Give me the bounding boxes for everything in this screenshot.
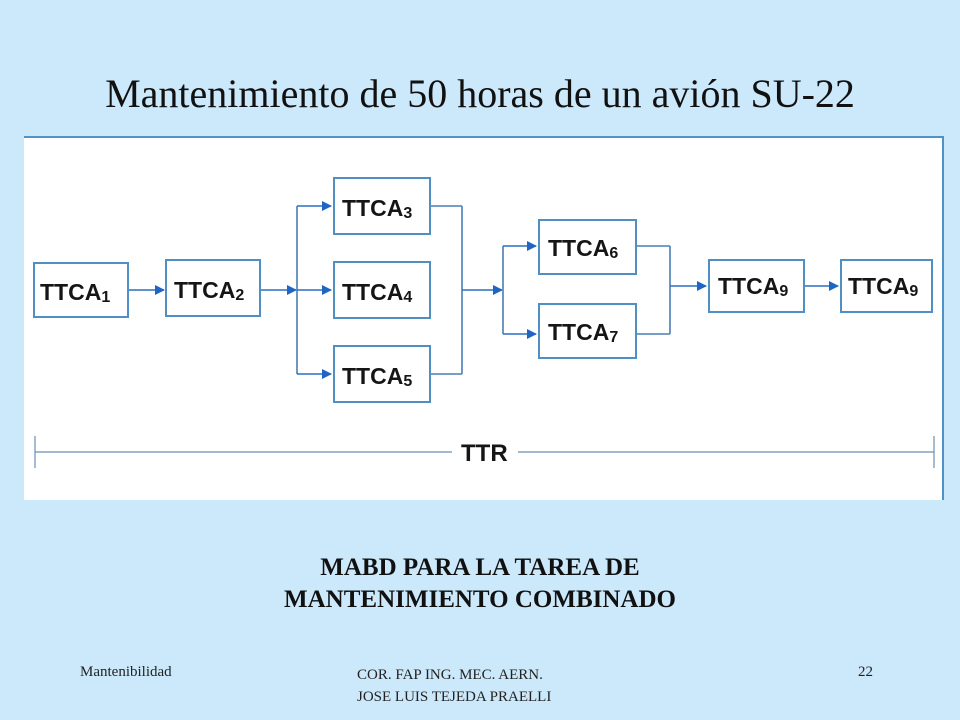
svg-text:TTCA9: TTCA9 <box>718 273 788 300</box>
page-number: 22 <box>858 664 873 680</box>
node-1: TTCA1 <box>33 262 129 318</box>
block-diagram: TTCA1 TTCA2 TTCA3 TTCA4 TTCA5 TTCA6 TTCA… <box>33 177 935 468</box>
footer-author-line-2: JOSE LUIS TEJEDA PRAELLI <box>357 689 552 705</box>
node-8: TTCA9 <box>708 259 805 313</box>
footer-author: COR. FAP ING. MEC. AERN. JOSE LUIS TEJED… <box>357 664 551 708</box>
ttr-label: TTR <box>461 440 508 467</box>
slide-title: Mantenimiento de 50 horas de un avión SU… <box>105 71 855 116</box>
node-5: TTCA5 <box>333 345 431 403</box>
node-2: TTCA2 <box>165 259 261 317</box>
footer-author-line-1: COR. FAP ING. MEC. AERN. <box>357 667 543 683</box>
caption-line-2: MANTENIMIENTO COMBINADO <box>284 586 676 613</box>
svg-text:TTCA2: TTCA2 <box>174 277 244 304</box>
svg-text:TTCA7: TTCA7 <box>548 319 618 346</box>
svg-text:TTCA3: TTCA3 <box>342 195 412 222</box>
svg-text:TTCA5: TTCA5 <box>342 363 412 390</box>
diagram-caption: MABD PARA LA TAREA DE MANTENIMIENTO COMB… <box>0 552 960 616</box>
footer-course: Mantenibilidad <box>80 664 172 680</box>
node-7: TTCA7 <box>538 303 637 359</box>
svg-text:TTCA1: TTCA1 <box>40 279 110 306</box>
caption-line-1: MABD PARA LA TAREA DE <box>320 554 640 581</box>
connectors <box>128 201 839 379</box>
ttr-dimension: TTR <box>34 436 935 468</box>
svg-text:TTCA9: TTCA9 <box>848 273 918 300</box>
node-3: TTCA3 <box>333 177 431 235</box>
node-4: TTCA4 <box>333 261 431 319</box>
svg-text:TTCA4: TTCA4 <box>342 279 412 306</box>
diagram-panel: TTCA1 TTCA2 TTCA3 TTCA4 TTCA5 TTCA6 TTCA… <box>24 136 944 500</box>
node-9: TTCA9 <box>840 259 933 313</box>
node-6: TTCA6 <box>538 219 637 275</box>
svg-text:TTCA6: TTCA6 <box>548 235 618 262</box>
